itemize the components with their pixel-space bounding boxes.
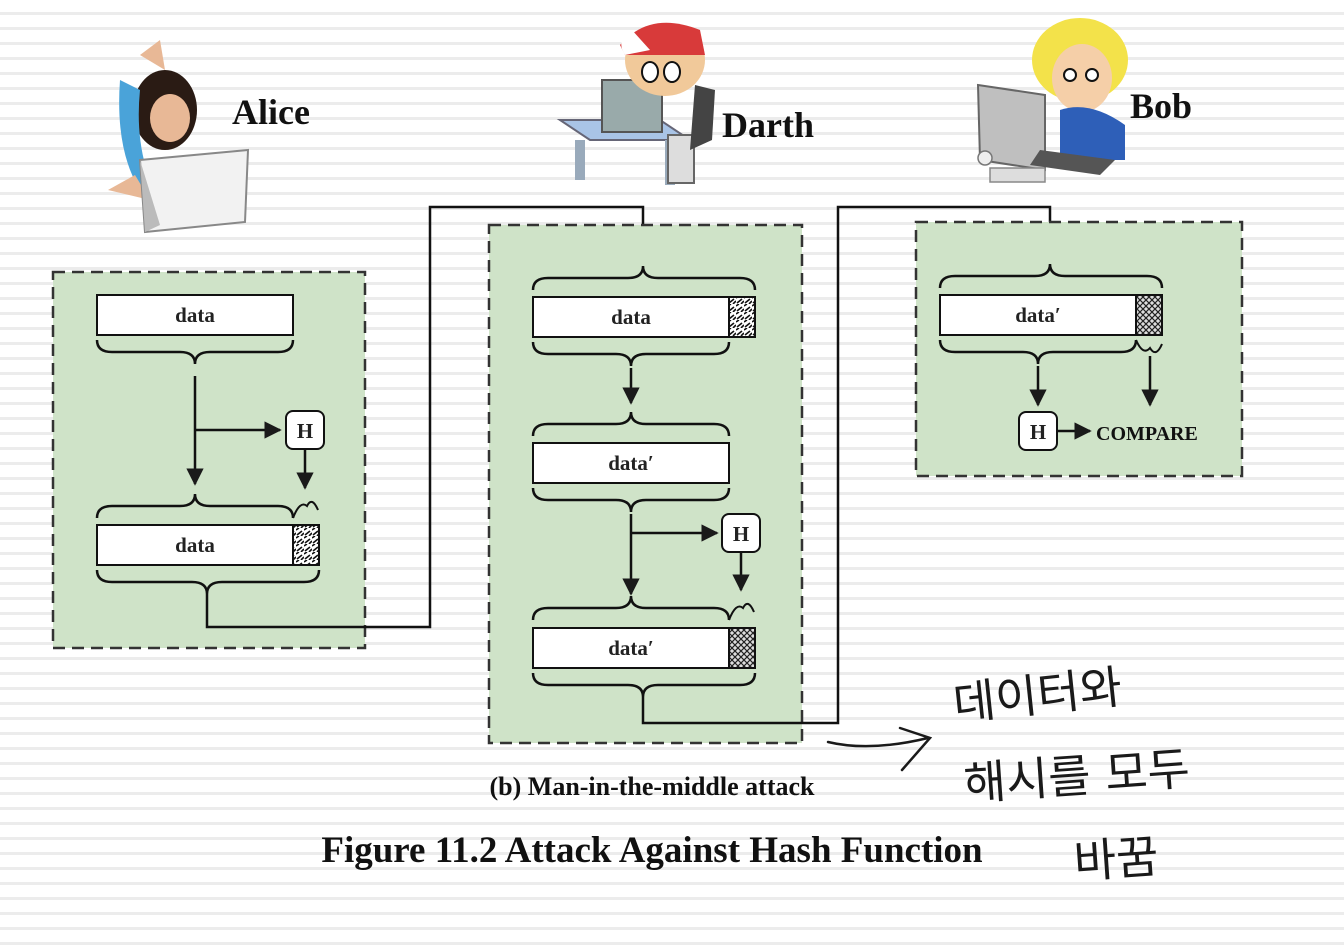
alice-hash-label: H (297, 419, 313, 443)
alice-data-bottom: data (175, 533, 215, 557)
handwritten-note-line3: 바꿈 (1072, 829, 1160, 889)
darth-illustration (556, 22, 715, 185)
darth-hash-label: H (733, 522, 749, 546)
darth-to-bob-path (641, 205, 1059, 725)
darth-data-1: data (611, 305, 651, 329)
darth-label: Darth (722, 105, 814, 145)
darth-data-2: data′ (608, 451, 654, 475)
darth-data-3: data′ (608, 636, 654, 660)
bob-compare-label: COMPARE (1096, 423, 1198, 445)
handwritten-arrow (826, 726, 933, 772)
alice-label: Alice (232, 92, 310, 132)
bob-data: data′ (1015, 303, 1061, 327)
subcaption: (b) Man-in-the-middle attack (490, 772, 816, 801)
bob-illustration (976, 18, 1128, 183)
alice-panel: data H data (51, 270, 367, 650)
figure-title: Figure 11.2 Attack Against Hash Function (321, 830, 983, 871)
bob-hash-label: H (1030, 420, 1046, 444)
handwritten-note-line2: 해시를 모두 (962, 741, 1191, 811)
handwritten-note-line1: 데이터와 (951, 660, 1125, 731)
darth-panel: data data′ H data′ (487, 223, 804, 745)
alice-illustration (108, 40, 250, 234)
alice-to-darth-path (205, 205, 652, 629)
alice-data-top: data (175, 303, 215, 327)
bob-panel: data′ H COMPARE (914, 220, 1244, 478)
bob-label: Bob (1130, 86, 1192, 126)
